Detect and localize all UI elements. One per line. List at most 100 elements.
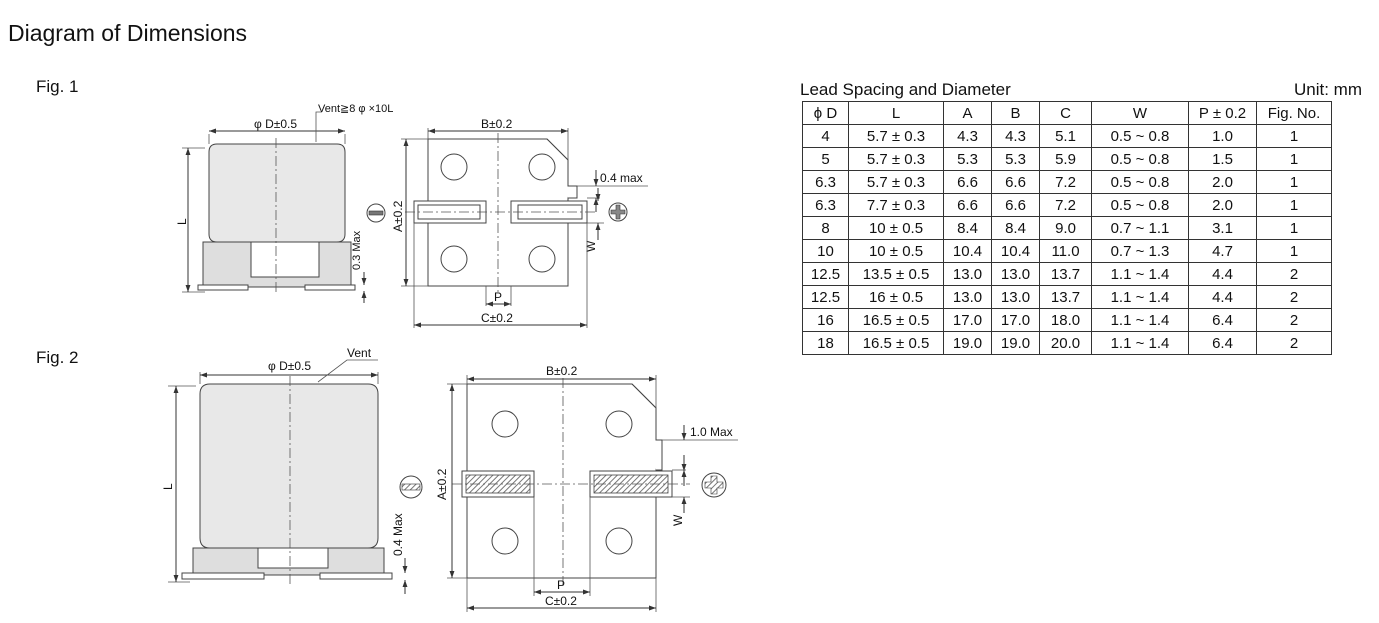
table-cell: 4: [802, 124, 849, 148]
table-cell: 8.4: [991, 216, 1040, 240]
fig1-l-label: L: [175, 218, 189, 225]
table-cell: 19.0: [943, 331, 992, 355]
fig1-seat-notch: [250, 241, 320, 278]
fig2-l-label: L: [161, 483, 175, 490]
fig2-vent-leader: [317, 359, 378, 383]
fig1-b-label: B±0.2: [481, 117, 513, 131]
table-cell: 1: [1256, 193, 1332, 217]
table-cell: 7.2: [1039, 170, 1092, 194]
table-cell: 13.7: [1039, 285, 1092, 309]
column-header: A: [943, 101, 992, 125]
table-cell: 1.1 ~ 1.4: [1091, 308, 1189, 332]
table-caption: Lead Spacing and Diameter Unit: mm: [800, 80, 1362, 100]
fig1-seat-chamfer: [546, 138, 578, 199]
table-cell: 13.0: [991, 285, 1040, 309]
fig1-lead-left: [197, 284, 249, 291]
table-cell: 0.7 ~ 1.1: [1091, 216, 1189, 240]
fig2-p-label: P: [557, 578, 565, 592]
fig2-hole-bottom-left: [491, 527, 519, 555]
column-header: L: [848, 101, 944, 125]
table-cell: 5.7 ± 0.3: [848, 170, 944, 194]
table-cell: 1: [1256, 124, 1332, 148]
table-unit: Unit: mm: [1294, 80, 1362, 99]
table-cell: 10: [802, 239, 849, 263]
table-cell: 16: [802, 308, 849, 332]
fig2-label: Fig. 2: [36, 348, 79, 367]
table-cell: 2: [1256, 308, 1332, 332]
table-cell: 1.0: [1188, 124, 1257, 148]
fig1-hole-bottom-left: [440, 245, 468, 273]
table-cell: 5: [802, 147, 849, 171]
fig1-vent-leader: [315, 111, 322, 142]
fig1-vent-label: Vent≧8 φ ×10L: [318, 103, 393, 115]
table-cell: 6.6: [991, 193, 1040, 217]
table-cell: 12.5: [802, 262, 849, 286]
table-cell: 6.6: [991, 170, 1040, 194]
table-cell: 5.3: [943, 147, 992, 171]
table-cell: 1.1 ~ 1.4: [1091, 285, 1189, 309]
table-cell: 9.0: [1039, 216, 1092, 240]
fig1-p-label: P: [494, 290, 502, 304]
fig2-c-label: C±0.2: [545, 594, 577, 608]
table-cell: 5.3: [991, 147, 1040, 171]
fig1-can-body: [208, 143, 346, 243]
table-cell: 6.4: [1188, 331, 1257, 355]
table-cell: 1.1 ~ 1.4: [1091, 331, 1189, 355]
table-cell: 7.2: [1039, 193, 1092, 217]
column-header: P ± 0.2: [1188, 101, 1257, 125]
fig1-d-label: φ D±0.5: [254, 117, 297, 131]
table-cell: 8: [802, 216, 849, 240]
fig1-top-view: B±0.2 A±0.2 0.4 max W P C±0.2: [391, 117, 648, 328]
fig1-hole-bottom-right: [528, 245, 556, 273]
table-cell: 17.0: [943, 308, 992, 332]
table-cell: 5.1: [1039, 124, 1092, 148]
table-cell: 0.5 ~ 0.8: [1091, 170, 1189, 194]
table-cell: 5.9: [1039, 147, 1092, 171]
fig2-can-body: [199, 383, 379, 549]
page-title: Diagram of Dimensions: [8, 20, 248, 46]
fig2-max-label: 0.4 Max: [391, 513, 405, 556]
column-header: ϕ D: [802, 101, 849, 125]
table-cell: 18.0: [1039, 308, 1092, 332]
table-cell: 1: [1256, 239, 1332, 263]
fig1-hole-top-right: [528, 153, 556, 181]
table-cell: 10 ± 0.5: [848, 216, 944, 240]
column-header: W: [1091, 101, 1189, 125]
table-cell: 0.5 ~ 0.8: [1091, 147, 1189, 171]
fig2-lead-right: [319, 572, 393, 580]
table-cell: 6.6: [943, 170, 992, 194]
table-cell: 13.0: [991, 262, 1040, 286]
table-cell: 10.4: [943, 239, 992, 263]
table-cell: 19.0: [991, 331, 1040, 355]
table-cell: 1.1 ~ 1.4: [1091, 262, 1189, 286]
fig2-hole-top-right: [605, 410, 633, 438]
table-cell: 4.3: [991, 124, 1040, 148]
fig2-hole-bottom-right: [605, 527, 633, 555]
fig1-terminal-max-label: 0.4 max: [600, 171, 643, 185]
table-cell: 4.4: [1188, 285, 1257, 309]
table-cell: 0.5 ~ 0.8: [1091, 124, 1189, 148]
table-cell: 6.4: [1188, 308, 1257, 332]
table-cell: 5.7 ± 0.3: [848, 147, 944, 171]
table-cell: 7.7 ± 0.3: [848, 193, 944, 217]
fig2-seat-notch: [257, 547, 329, 569]
fig2-terminal-max-label: 1.0 Max: [690, 425, 733, 439]
fig1-side-view: φ D±0.5 Vent≧8 φ ×10L L 0.3 Max: [175, 103, 393, 303]
table-cell: 4.7: [1188, 239, 1257, 263]
column-header: B: [991, 101, 1040, 125]
fig1-c-label: C±0.2: [481, 311, 513, 325]
table-cell: 1: [1256, 147, 1332, 171]
table-cell: 5.7 ± 0.3: [848, 124, 944, 148]
table-cell: 4.3: [943, 124, 992, 148]
table-cell: 2: [1256, 262, 1332, 286]
